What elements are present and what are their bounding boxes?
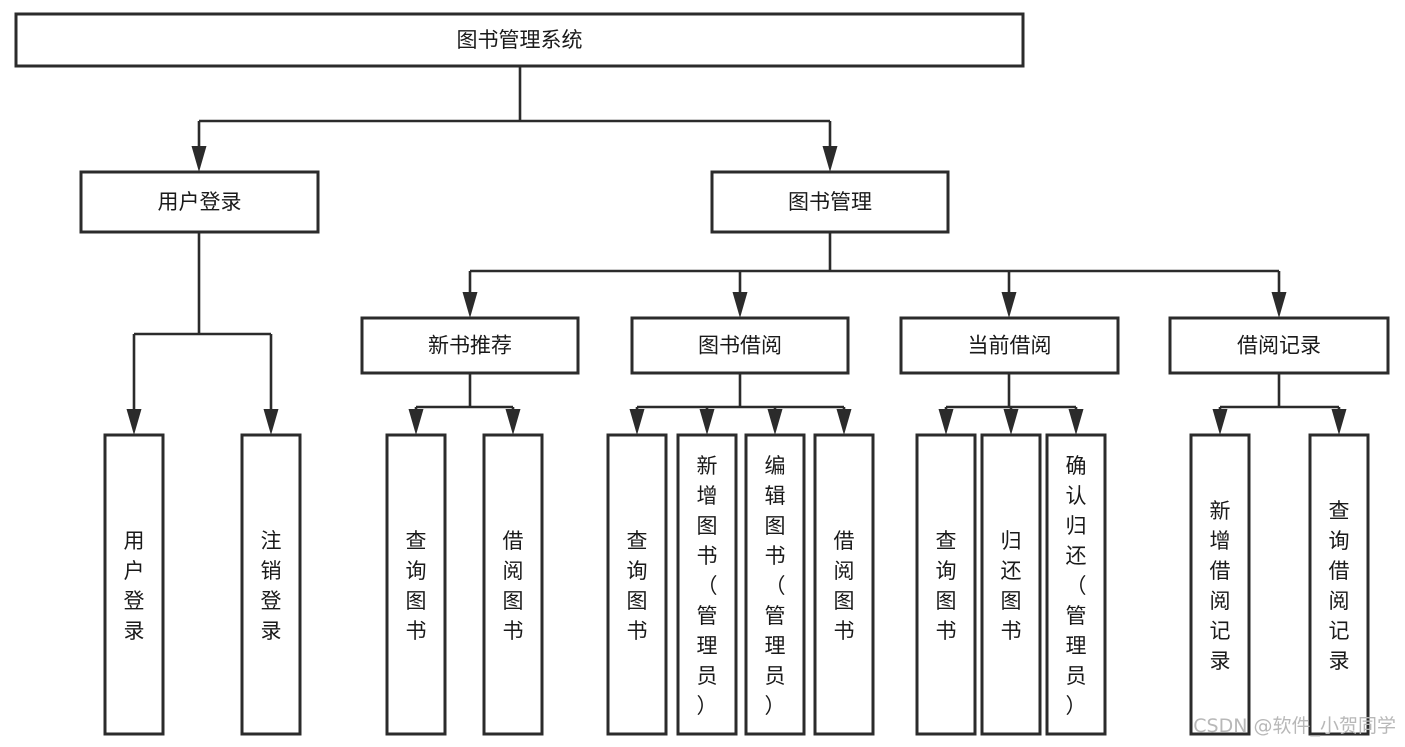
csdn-watermark: CSDN @软件_小贺同学	[1193, 715, 1396, 737]
node-label-current-borrow: 当前借阅	[968, 334, 1052, 358]
node-root[interactable]: 图书管理系统	[14, 12, 1025, 68]
arrow-head	[836, 409, 852, 435]
node-rec-query-book[interactable]: 查询图书	[385, 433, 447, 736]
node-cur-query-book[interactable]: 查询图书	[915, 433, 977, 736]
node-label-rec-query-record: 查询借阅记录	[1329, 499, 1350, 673]
node-box-borrow-add-book[interactable]	[676, 433, 738, 736]
node-borrow-record[interactable]: 借阅记录	[1168, 316, 1390, 375]
node-box-book-manage[interactable]	[710, 170, 950, 234]
node-box-borrow-edit-book[interactable]	[744, 433, 806, 736]
arrow-head	[408, 409, 424, 435]
node-label-book-manage: 图书管理	[788, 190, 872, 214]
node-box-borrow-record[interactable]	[1168, 316, 1390, 375]
node-box-borrow-do-borrow[interactable]	[813, 433, 875, 736]
node-box-cur-query-book[interactable]	[915, 433, 977, 736]
node-box-cur-return-book[interactable]	[980, 433, 1042, 736]
node-layer: 图书管理系统用户登录图书管理新书推荐图书借阅当前借阅借阅记录用户登录注销登录查询…	[14, 12, 1390, 736]
node-label-rec-query-book: 查询图书	[406, 529, 427, 643]
arrow-head	[462, 292, 478, 318]
arrow-head	[263, 409, 279, 435]
arrow-head	[699, 409, 715, 435]
arrow-head	[767, 409, 783, 435]
node-box-root[interactable]	[14, 12, 1025, 68]
connector-group-edge-current-borrow	[938, 373, 1084, 435]
node-label-cur-return-book: 归还图书	[1001, 529, 1022, 643]
connector-layer	[126, 66, 1347, 435]
arrow-head	[1001, 292, 1017, 318]
connector-group-edge-user-login	[126, 232, 279, 435]
node-label-root: 图书管理系统	[457, 28, 583, 52]
node-box-current-borrow[interactable]	[899, 316, 1120, 375]
node-box-rec-borrow-book[interactable]	[482, 433, 544, 736]
connector-group-edge-book-manage	[462, 232, 1287, 318]
node-current-borrow[interactable]: 当前借阅	[899, 316, 1120, 375]
arrow-head	[505, 409, 521, 435]
node-label-new-book-rec: 新书推荐	[428, 334, 512, 358]
node-box-book-borrow[interactable]	[630, 316, 850, 375]
node-cur-confirm-return[interactable]: 确认归还（管理员）	[1045, 433, 1107, 736]
node-rec-query-record[interactable]: 查询借阅记录	[1308, 433, 1370, 736]
node-borrow-query-book[interactable]: 查询图书	[606, 433, 668, 736]
node-box-user-logout[interactable]	[240, 433, 302, 736]
node-label-borrow-record: 借阅记录	[1237, 334, 1321, 358]
node-label-cur-confirm-return: 确认归还（管理员）	[1066, 454, 1087, 718]
node-label-cur-query-book: 查询图书	[936, 529, 957, 643]
arrow-head	[629, 409, 645, 435]
connector-group-edge-borrow-record	[1212, 373, 1347, 435]
node-box-cur-confirm-return[interactable]	[1045, 433, 1107, 736]
node-label-borrow-add-book: 新增图书（管理员）	[697, 454, 718, 718]
connector-group-edge-book-borrow	[629, 373, 852, 435]
node-user-login[interactable]: 用户登录	[79, 170, 320, 234]
node-rec-add-record[interactable]: 新增借阅记录	[1189, 433, 1251, 736]
node-borrow-edit-book[interactable]: 编辑图书（管理员）	[744, 433, 806, 736]
node-label-book-borrow: 图书借阅	[698, 334, 782, 358]
node-box-user-login[interactable]	[79, 170, 320, 234]
node-label-borrow-query-book: 查询图书	[627, 529, 648, 643]
node-box-rec-add-record[interactable]	[1189, 433, 1251, 736]
node-box-new-book-rec[interactable]	[360, 316, 580, 375]
node-borrow-add-book[interactable]: 新增图书（管理员）	[676, 433, 738, 736]
node-borrow-do-borrow[interactable]: 借阅图书	[813, 433, 875, 736]
node-box-borrow-query-book[interactable]	[606, 433, 668, 736]
node-label-rec-add-record: 新增借阅记录	[1210, 499, 1231, 673]
node-book-manage[interactable]: 图书管理	[710, 170, 950, 234]
node-box-user-login-do[interactable]	[103, 433, 165, 736]
node-new-book-rec[interactable]: 新书推荐	[360, 316, 580, 375]
arrow-head	[126, 409, 142, 435]
arrow-head	[732, 292, 748, 318]
arrow-head	[1271, 292, 1287, 318]
node-rec-borrow-book[interactable]: 借阅图书	[482, 433, 544, 736]
arrow-head	[1212, 409, 1228, 435]
node-label-user-logout: 注销登录	[261, 529, 282, 643]
node-book-borrow[interactable]: 图书借阅	[630, 316, 850, 375]
node-label-borrow-edit-book: 编辑图书（管理员）	[765, 454, 786, 718]
connector-group-edge-new-book-rec	[408, 373, 521, 435]
arrow-head	[938, 409, 954, 435]
arrow-head	[1068, 409, 1084, 435]
node-label-borrow-do-borrow: 借阅图书	[834, 529, 855, 643]
node-label-user-login-do: 用户登录	[124, 529, 145, 643]
node-box-rec-query-book[interactable]	[385, 433, 447, 736]
node-cur-return-book[interactable]: 归还图书	[980, 433, 1042, 736]
arrow-head	[191, 146, 207, 172]
arrow-head	[1331, 409, 1347, 435]
connector-group-edge-root	[191, 66, 838, 172]
arrow-head	[822, 146, 838, 172]
node-label-rec-borrow-book: 借阅图书	[503, 529, 524, 643]
arrow-head	[1003, 409, 1019, 435]
node-user-login-do[interactable]: 用户登录	[103, 433, 165, 736]
node-label-user-login: 用户登录	[158, 190, 242, 214]
node-box-rec-query-record[interactable]	[1308, 433, 1370, 736]
node-user-logout[interactable]: 注销登录	[240, 433, 302, 736]
